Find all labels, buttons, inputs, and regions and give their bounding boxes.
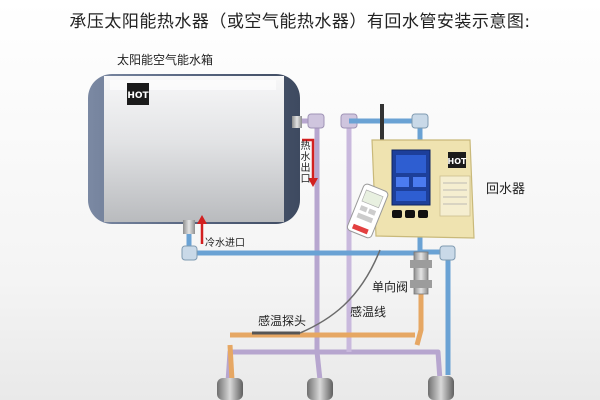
faucet-3 <box>428 376 454 400</box>
hot-outlet-arrow <box>302 138 318 187</box>
cold-inlet-fitting <box>183 220 195 234</box>
hot-outlet-fitting <box>292 116 302 128</box>
cold-inlet-arrow <box>197 215 207 244</box>
return-unit-label: 回水器 <box>486 182 526 197</box>
faucet-2 <box>307 378 333 400</box>
temp-wire-label: 感温线 <box>350 305 387 319</box>
check-valve <box>410 251 432 295</box>
return-unit: HOT <box>371 104 475 239</box>
remote-control <box>346 183 389 239</box>
check-valve-label: 单向阀 <box>372 280 409 294</box>
hot-outlet-label: 热水出口 <box>298 140 309 184</box>
tank-label: 太阳能空气能水箱 <box>117 53 214 67</box>
diagram-title: 承压太阳能热水器（或空气能热水器）有回水管安装示意图: <box>69 12 531 32</box>
svg-text:HOT: HOT <box>448 157 467 166</box>
faucet-1 <box>217 378 243 400</box>
temp-probe-label: 感温探头 <box>258 314 307 328</box>
tank-logo: HOT <box>127 83 150 105</box>
water-tank: HOT <box>88 74 302 234</box>
svg-text:HOT: HOT <box>127 91 149 101</box>
cold-inlet-label: 冷水进口 <box>205 238 245 249</box>
temperature-probe <box>252 249 381 335</box>
return-water-pipe <box>227 288 424 381</box>
